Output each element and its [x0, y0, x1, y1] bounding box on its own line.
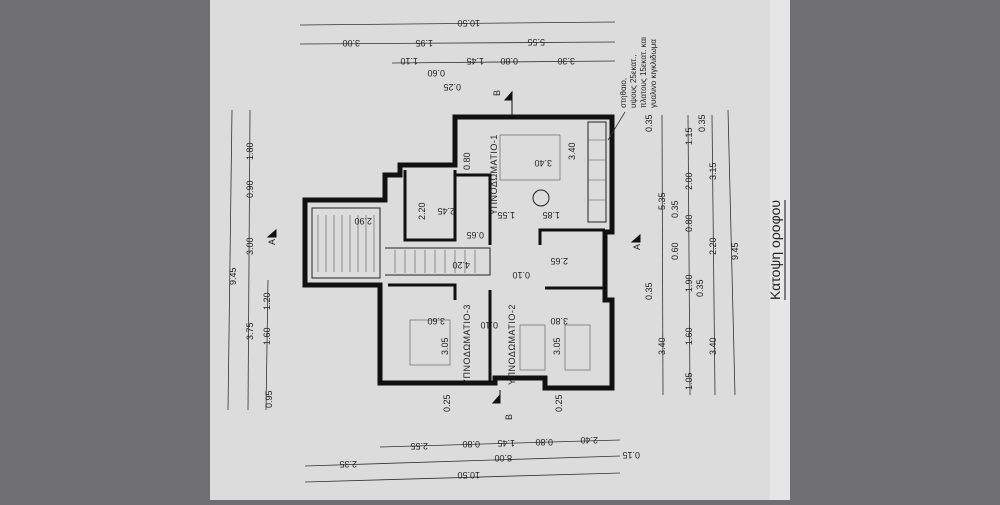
dim-text: 2.90: [354, 216, 372, 226]
dim-text: 0.35: [695, 279, 705, 297]
bed-2b: [564, 324, 591, 371]
dim-text: 8.00: [494, 453, 512, 463]
dim-text: 0.90: [245, 180, 255, 198]
dim-text: 9.45: [228, 267, 238, 285]
section-b-label-top: B: [492, 90, 502, 96]
note-line: στηθαιο,: [619, 78, 628, 108]
dim-text: 0.35: [697, 114, 707, 132]
dim-text: 0.95: [264, 390, 274, 408]
dim-text: 3.30: [557, 56, 575, 66]
dim-text: 1.05: [684, 372, 694, 390]
dim-text: 0.60: [427, 68, 445, 78]
interior-dimensions: 3.40 3.40 0.80 2.20 2.45 1.55 1.85 0.65 …: [354, 142, 577, 412]
bed-1: [499, 134, 561, 181]
bed-2a: [519, 324, 546, 371]
dim-text: 0.80: [462, 152, 472, 170]
dim-text: 0.60: [670, 242, 680, 260]
paper-edge: [770, 0, 790, 500]
top-dimensions: 10.50 3.00 1.95 5.55 1.10 0.60 1.45 0.80…: [299, 18, 616, 92]
dim-text: 1.60: [684, 327, 694, 345]
dim-text: 0.35: [670, 200, 680, 218]
note-line: πλατους 15εκατ. και: [639, 37, 648, 108]
dim-text: 3.40: [534, 158, 552, 168]
section-a-label-left: A: [267, 239, 277, 245]
dim-text: 0.35: [644, 114, 654, 132]
dim-text: 0.15: [622, 450, 640, 460]
dim-text: 1.10: [400, 56, 418, 66]
room-label-bedroom-1: ΥΠΝΟΔΩΜΑΤΙΟ-1: [489, 134, 499, 215]
dim-text: 9.45: [730, 242, 740, 260]
dim-text: 0.10: [512, 270, 530, 280]
room-label-bedroom-3: ΥΠΝΟΔΩΜΑΤΙΟ-3: [462, 304, 472, 385]
dim-text: 3.40: [708, 337, 718, 355]
dim-text: 0.25: [442, 394, 452, 412]
dim-text: 2.40: [580, 435, 598, 445]
dim-text: 0.35: [644, 282, 654, 300]
dim-text: 3.40: [567, 142, 577, 160]
paper-sheet: [210, 0, 790, 500]
dim-text: 2.45: [437, 206, 455, 216]
note-line: υψους 25εκατ.,: [629, 54, 638, 108]
dim-text: 3.60: [427, 316, 445, 326]
dim-text: 0.80: [500, 56, 518, 66]
dim-text: 1.55: [497, 210, 515, 220]
dim-text: 0.10: [480, 320, 498, 330]
section-a-label-right: A: [632, 244, 642, 250]
room-label-bedroom-2: ΥΠΝΟΔΩΜΑΤΙΟ-2: [507, 304, 517, 385]
dim-text: 3.15: [708, 162, 718, 180]
dim-text: 3.00: [245, 237, 255, 255]
building-walls: [302, 114, 615, 391]
bottom-dimensions: 2.40 0.80 1.45 0.80 2.55 0.15 8.00 2.35 …: [304, 435, 640, 483]
section-markers: B B A A: [266, 90, 642, 420]
dim-text: 3.05: [552, 337, 562, 355]
dim-text: 1.90: [684, 274, 694, 292]
dim-text: 1.95: [415, 38, 433, 48]
drawing-title: Κατοψη οροφου: [767, 200, 783, 300]
dim-text: 1.45: [466, 56, 484, 66]
dim-text: 2.35: [339, 459, 357, 469]
dim-text: 0.80: [462, 439, 480, 449]
dim-text: 1.45: [497, 438, 515, 448]
dim-text: 0.65: [466, 230, 484, 240]
dim-text: 2.55: [410, 441, 428, 451]
dim-text: 4.20: [452, 260, 470, 270]
dim-text: 1.80: [245, 142, 255, 160]
parapet-note: στηθαιο, υψους 25εκατ., πλατους 15εκατ. …: [607, 37, 658, 141]
section-b-label-bottom: B: [504, 414, 514, 420]
dim-text: 3.05: [440, 337, 450, 355]
dim-text: 0.25: [443, 82, 461, 92]
dim-text: 3.80: [550, 316, 568, 326]
dim-text: 2.20: [708, 237, 718, 255]
dim-text: 0.80: [535, 437, 553, 447]
dim-text: 3.00: [342, 38, 360, 48]
dim-text: 3.40: [657, 337, 667, 355]
dim-text: 1.85: [542, 210, 560, 220]
dim-text: 2.65: [550, 256, 568, 266]
dim-text: 1.60: [262, 327, 272, 345]
left-dimensions: 9.45 1.80 0.90 3.00 3.75 1.20 1.60 0.95: [227, 109, 274, 411]
dim-text: 0.80: [684, 214, 694, 232]
dim-text: 2.20: [417, 202, 427, 220]
right-dimensions: 0.35 5.35 0.35 3.40 1.15 2.00 0.35 0.80 …: [644, 109, 740, 396]
north-symbol: [532, 189, 550, 207]
dim-text: 2.00: [684, 172, 694, 190]
dim-text: 5.55: [527, 37, 545, 47]
dim-text: 1.20: [262, 292, 272, 310]
note-line: γυαλινο κιγκλιδωμα: [649, 39, 658, 108]
dim-text: 0.25: [554, 394, 564, 412]
dim-text: 10.50: [457, 18, 480, 28]
dim-text: 10.50: [457, 470, 480, 480]
dim-text: 5.35: [657, 192, 667, 210]
bed-3: [409, 319, 451, 366]
dim-text: 3.75: [245, 322, 255, 340]
dim-text: 1.15: [684, 127, 694, 145]
